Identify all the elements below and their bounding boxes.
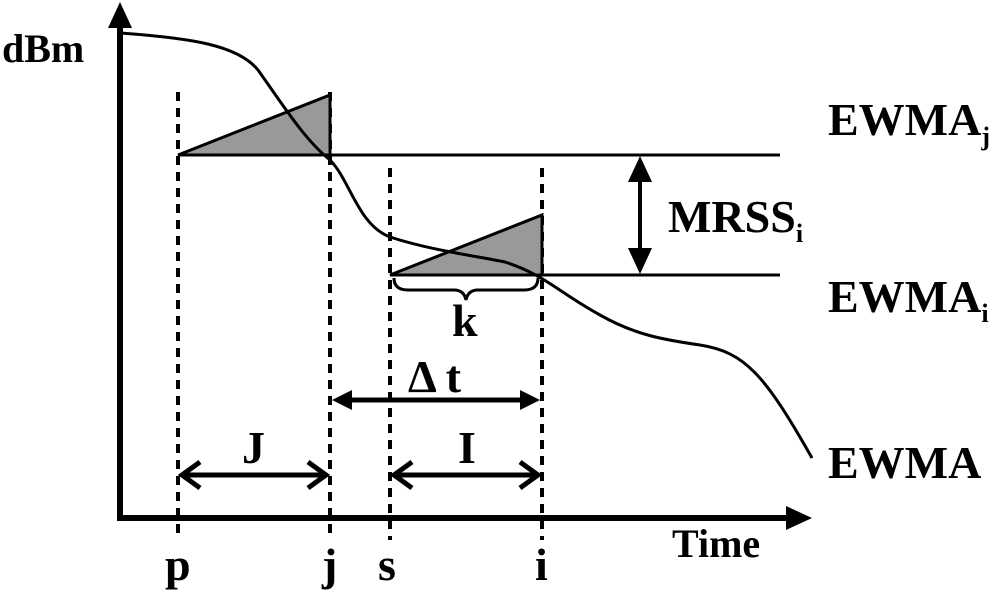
ewma-i-label: EWMAi (828, 271, 989, 328)
ewma-label: EWMA (828, 437, 981, 488)
delta-t-label: Δ t (408, 351, 462, 402)
k-label: k (452, 295, 478, 346)
delta-t-arrowhead-right (520, 390, 540, 410)
mrss-label: MRSSi (668, 191, 803, 248)
x-axis-label: Time (672, 521, 760, 566)
tick-label-p: p (165, 539, 191, 590)
tick-label-j: j (321, 539, 337, 590)
y-axis-arrowhead (108, 2, 132, 28)
i-arrowhead-right (518, 459, 543, 491)
j-arrowhead-right (306, 459, 331, 491)
j-interval-label: J (242, 422, 265, 473)
y-axis-label: dBm (2, 26, 84, 71)
tick-label-i: i (535, 539, 548, 590)
ewma-j-label: EWMAj (828, 94, 990, 151)
tick-label-s: s (378, 539, 396, 590)
j-arrowhead-left (177, 459, 202, 491)
delta-t-arrowhead-left (332, 390, 352, 410)
i-arrowhead-left (389, 459, 414, 491)
mrss-arrowhead-top (628, 156, 652, 182)
k-brace (392, 277, 540, 301)
i-interval-label: I (458, 422, 476, 473)
ewma-curve (119, 31, 814, 459)
mrss-arrowhead-bottom (628, 248, 652, 274)
shaded-triangle-j (177, 92, 332, 157)
x-axis-arrowhead (786, 506, 812, 530)
